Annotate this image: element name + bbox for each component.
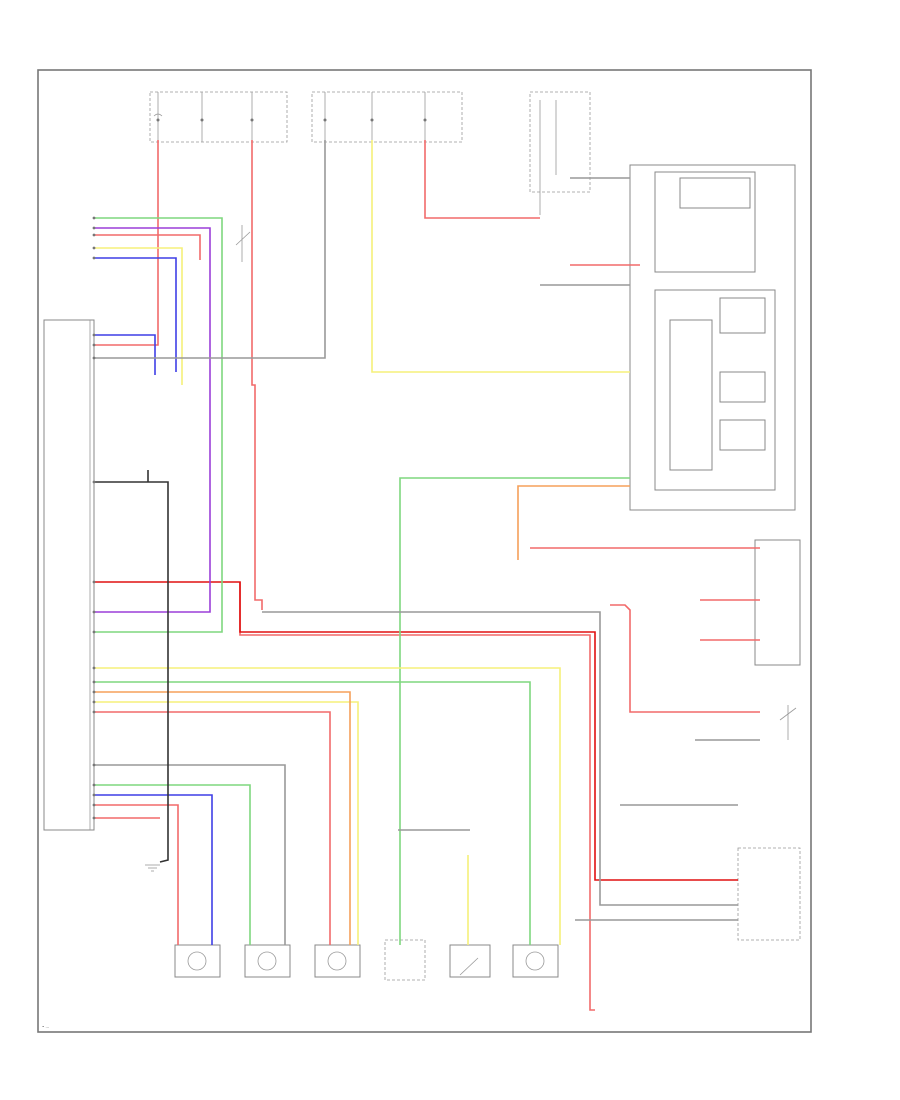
- wire-yellow: [94, 701, 359, 945]
- bottom-components: [174, 939, 559, 981]
- wire-blue: [94, 257, 177, 372]
- wire-black: [94, 481, 169, 863]
- ground-icon: [145, 864, 160, 872]
- wire-blue: [94, 794, 213, 945]
- module-right-middle: [754, 539, 801, 666]
- switch-icon: [449, 944, 491, 978]
- motor-icon: [512, 944, 559, 978]
- wire-blue: [94, 334, 156, 375]
- wire-green: [399, 477, 630, 945]
- wire-red: [94, 234, 201, 260]
- diagram-frame: [37, 69, 812, 1033]
- switch-icon: [779, 705, 797, 740]
- fuse-icon: [153, 113, 163, 117]
- wire-red: [94, 711, 331, 945]
- wire-red: [94, 804, 179, 945]
- page-code: • ...: [42, 1024, 49, 1029]
- wire-yellow: [371, 140, 630, 373]
- wire-gray: [262, 611, 738, 906]
- wire-green: [94, 217, 223, 633]
- motor-icon: [174, 944, 221, 978]
- wire-red: [239, 582, 595, 1011]
- fuse-box-left: [149, 91, 288, 143]
- motor-icon: [314, 944, 361, 978]
- module-pins: [92, 216, 96, 820]
- motor-icon: [244, 944, 291, 978]
- fuse-box-center: [311, 91, 463, 143]
- wire-yellow: [94, 247, 183, 385]
- relay-box-top-right: [529, 91, 591, 215]
- wire-red: [610, 604, 760, 713]
- wire-red: [251, 140, 263, 610]
- wire-dark-red: [94, 581, 738, 881]
- module-right-upper: [629, 164, 796, 511]
- wire-orange: [517, 485, 630, 560]
- wire-gray: [94, 140, 326, 359]
- wire-gray: [94, 764, 286, 945]
- control-module-left: [43, 319, 95, 831]
- wire-yellow: [94, 667, 561, 945]
- switch-icon: [235, 225, 251, 262]
- module-right-lower: [737, 847, 801, 941]
- wire-red: [424, 140, 540, 219]
- wire-violet: [94, 227, 211, 613]
- wire-green: [94, 784, 251, 945]
- wire-orange: [94, 691, 351, 945]
- sensor-icon: [384, 939, 426, 981]
- wire-red: [94, 140, 159, 346]
- wire-green: [94, 681, 531, 945]
